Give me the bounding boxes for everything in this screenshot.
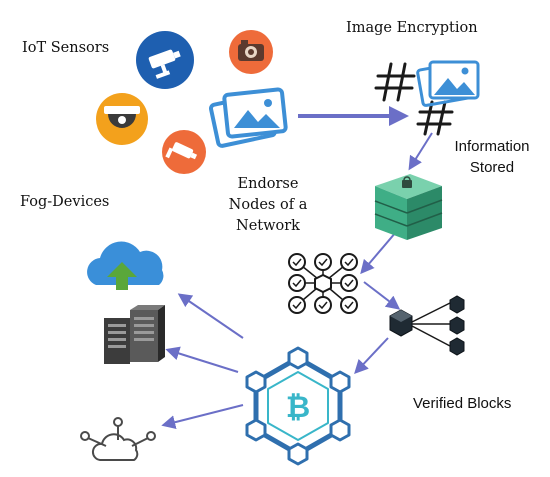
arrow-blockchain-to-cloud bbox=[177, 293, 244, 339]
arrow-blockchain-to-servers bbox=[165, 346, 239, 373]
information-stored-label: Information Stored bbox=[444, 136, 540, 178]
server-icon bbox=[104, 305, 165, 364]
dome-camera-icon bbox=[96, 93, 148, 145]
information-stored-line-1: Information bbox=[454, 138, 530, 155]
arrow-blockchain-to-network bbox=[161, 404, 244, 430]
fog-devices-label: Fog-Devices bbox=[20, 194, 110, 210]
flow-arrows bbox=[161, 106, 433, 430]
cctv-camera-icon bbox=[136, 31, 194, 89]
cloud-network-icon bbox=[80, 417, 156, 461]
endorse-nodes-label: Endorse Nodes of a Network bbox=[218, 174, 318, 237]
arrow-encryption-to-storage bbox=[408, 132, 433, 171]
arrow-storage-to-nodes bbox=[360, 231, 397, 275]
wall-camera-icon bbox=[162, 130, 206, 174]
cloud-upload-icon bbox=[87, 241, 164, 290]
endorse-line-3: Network bbox=[236, 218, 300, 234]
image-gallery-icon bbox=[209, 87, 288, 148]
storage-box-icon bbox=[374, 174, 443, 240]
bitcoin-symbol-icon: ₿ bbox=[286, 391, 310, 424]
endorse-line-2: Nodes of a bbox=[228, 197, 308, 213]
photo-camera-icon bbox=[229, 30, 273, 74]
node-network-icon bbox=[288, 253, 358, 314]
endorse-line-1: Endorse bbox=[237, 176, 299, 192]
hash-icon bbox=[374, 62, 454, 136]
iot-sensors-label: IoT Sensors bbox=[22, 40, 110, 56]
block-chain-icon bbox=[389, 295, 465, 356]
information-stored-line-2: Stored bbox=[469, 159, 515, 176]
bitcoin-network-icon bbox=[245, 346, 351, 466]
verified-blocks-label: Verified Blocks bbox=[413, 395, 512, 412]
encrypted-image-icon bbox=[416, 60, 480, 107]
image-encryption-label: Image Encryption bbox=[346, 20, 478, 36]
arrow-verified-to-blockchain bbox=[354, 337, 389, 375]
arrow-nodes-to-verified bbox=[363, 281, 401, 310]
